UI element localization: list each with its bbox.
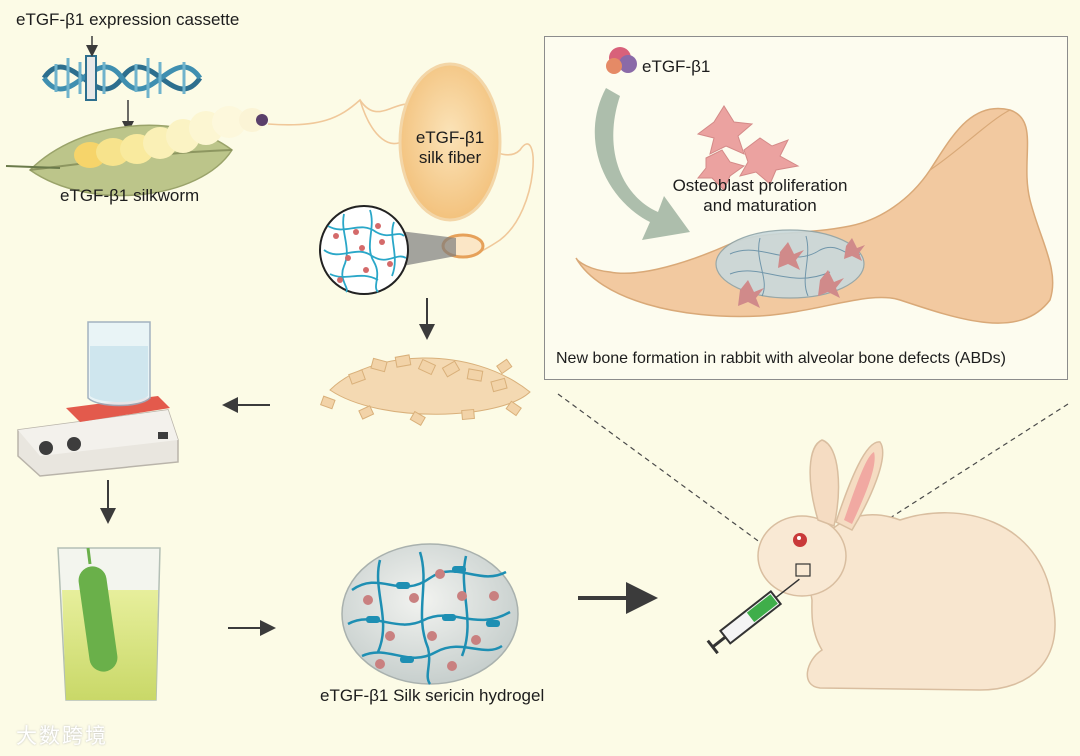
osteoblast-label: Osteoblast proliferation and maturation [640, 176, 880, 216]
osteoblast-label-line2: and maturation [703, 196, 817, 215]
cocoon-icon [398, 62, 502, 259]
cassette-label: eTGF-β1 expression cassette [16, 10, 240, 29]
watermark: 大数跨境 [16, 724, 108, 748]
silk-fiber-label-line1: eTGF-β1 [415, 128, 485, 147]
silk-network-zoom-icon [319, 205, 456, 295]
hot-plate-stirrer-icon [17, 321, 179, 477]
silkworm-icon [5, 106, 268, 197]
syringe-icon [706, 578, 800, 655]
beaker-icon [57, 547, 161, 701]
hydrogel-label: eTGF-β1 Silk sericin hydrogel [320, 686, 545, 705]
silkworm-label: eTGF-β1 silkworm [60, 186, 200, 205]
hydrogel-sphere-icon [341, 543, 519, 685]
sericin-flakes-icon [320, 354, 531, 427]
silk-fiber-label: eTGF-β1 silk fiber [400, 128, 500, 168]
rabbit-icon [757, 439, 1056, 691]
osteoblast-label-line1: Osteoblast proliferation [672, 176, 848, 195]
bone-formation-caption: New bone formation in rabbit with alveol… [556, 350, 1006, 367]
silk-fiber-label-line2: silk fiber [418, 148, 482, 167]
panel-protein-label: eTGF-β1 [642, 57, 711, 76]
dna-helix-icon [41, 55, 203, 101]
